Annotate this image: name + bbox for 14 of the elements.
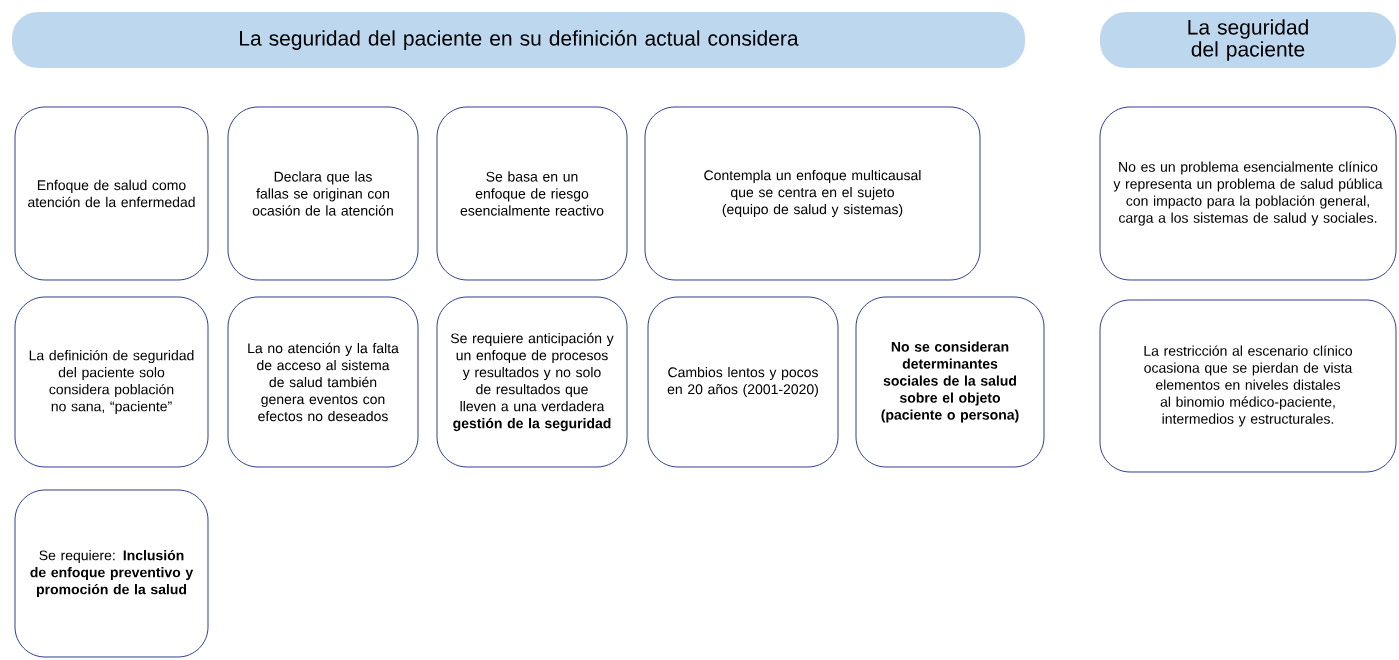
text-box: Enfoque de salud como atención de la enfermedad	[14, 106, 209, 281]
text-box: No es un problema esencialmente clínico y representa un problema de salud pública con impacto para la población general, carga a los sistemas de salud y sociales.	[1099, 106, 1397, 281]
text-box: Se basa en un enfoque de riesgo esencialmente reactivo	[436, 106, 628, 281]
text-box: Contempla un enfoque multicausal que se centra en el sujeto (equipo de salud y sistemas)	[644, 106, 981, 281]
text-box: Declara que las fallas se originan con ocasión de la atención	[227, 106, 419, 281]
text-box: No se consideran determinantes sociales de la salud sobre el objeto (paciente o persona)	[855, 296, 1045, 468]
text-box: La restricción al escenario clínico ocasiona que se pierdan de vista elementos en niveles distales al binomio médico-paciente, intermedios y estructurales.	[1099, 299, 1397, 473]
text-box: La no atención y la falta de acceso al sistema de salud también genera eventos con efectos no deseados	[227, 296, 419, 468]
header-band: La seguridad del paciente en su definición actual considera	[12, 12, 1025, 68]
header-band: La seguridad del paciente	[1100, 12, 1396, 68]
text-box: Cambios lentos y pocos en 20 años (2001-2020)	[647, 296, 839, 468]
text-box: Se requiere: Inclusión de enfoque preventivo y promoción de la salud	[14, 489, 209, 658]
text-box: Se requiere anticipación y un enfoque de procesos y resultados y no solo de resultados que lleven a una verdadera gestión de la seguridad	[436, 296, 628, 468]
text-box: La definición de seguridad del paciente solo considera población no sana, “paciente”	[14, 296, 209, 468]
